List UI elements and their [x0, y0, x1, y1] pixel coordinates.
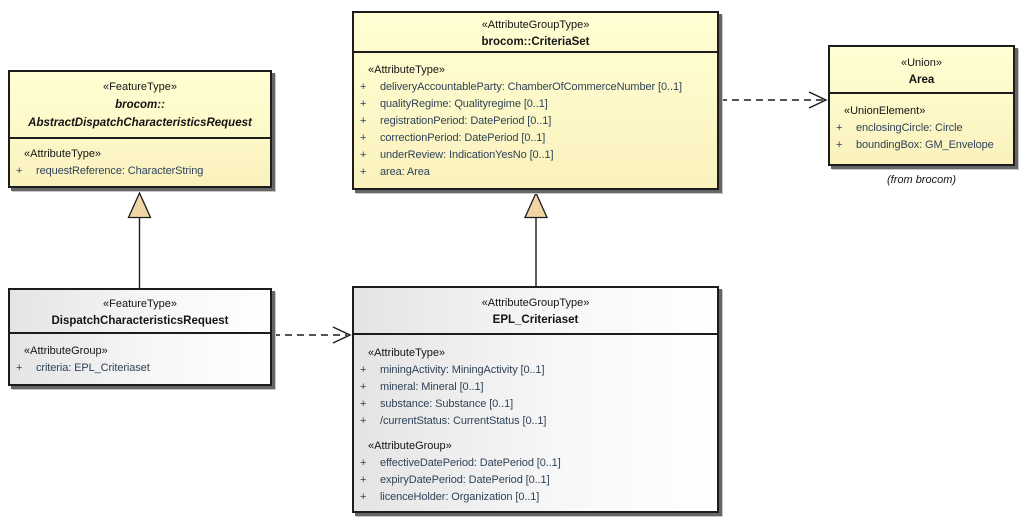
attribute-row: + /currentStatus: CurrentStatus [0..1] [354, 413, 717, 430]
class-area-union[interactable]: «Union» Area «UnionElement» + enclosingC… [828, 45, 1015, 166]
attribute-row: + underReview: IndicationYesNo [0..1] [354, 147, 717, 164]
attribute-text: correctionPeriod: DatePeriod [0..1] [380, 132, 546, 144]
class-title: «FeatureType» DispatchCharacteristicsReq… [10, 290, 270, 334]
visibility-marker: + [16, 165, 23, 177]
visibility-marker: + [360, 166, 367, 178]
section-stereotype: «AttributeGroup» [24, 345, 108, 357]
attribute-row: + enclosingCircle: Circle [830, 120, 1013, 137]
class-name: AbstractDispatchCharacteristicsRequest [28, 117, 252, 129]
attribute-row: + criteria: EPL_Criteriaset [10, 360, 270, 377]
visibility-marker: + [360, 115, 367, 127]
attribute-text: boundingBox: GM_Envelope [856, 139, 994, 151]
attribute-row: + requestReference: CharacterString [10, 163, 270, 180]
attribute-row: + registrationPeriod: DatePeriod [0..1] [354, 113, 717, 130]
attribute-text: registrationPeriod: DatePeriod [0..1] [380, 115, 552, 127]
attribute-row: + area: Area [354, 164, 717, 181]
attribute-text: licenceHolder: Organization [0..1] [380, 491, 540, 503]
class-title: «AttributeGroupType» brocom::CriteriaSet [354, 13, 717, 53]
attribute-text: enclosingCircle: Circle [856, 122, 963, 134]
class-name: EPL_Criteriaset [492, 314, 579, 326]
package-caption: (from brocom) [886, 174, 957, 186]
generalization-epl-to-criteriaset[interactable] [523, 191, 549, 286]
attribute-text: mineral: Mineral [0..1] [380, 381, 484, 393]
attribute-row: + substance: Substance [0..1] [354, 396, 717, 413]
attribute-text: effectiveDatePeriod: DatePeriod [0..1] [380, 457, 561, 469]
visibility-marker: + [360, 457, 367, 469]
class-title: «Union» Area [830, 47, 1013, 94]
attribute-row: + licenceHolder: Organization [0..1] [354, 489, 717, 506]
section-stereotype: «AttributeType» [368, 347, 446, 359]
visibility-marker: + [360, 81, 367, 93]
class-name: brocom::CriteriaSet [481, 36, 590, 48]
attributes-compartment: «AttributeType» + deliveryAccountablePar… [354, 53, 717, 181]
stereotype-label: «FeatureType» [103, 81, 177, 93]
visibility-marker: + [360, 381, 367, 393]
section-stereotype: «UnionElement» [844, 105, 926, 117]
stereotype-label: «Union» [901, 57, 942, 69]
visibility-marker: + [360, 132, 367, 144]
visibility-marker: + [360, 364, 367, 376]
visibility-marker: + [360, 398, 367, 410]
attribute-row: + deliveryAccountableParty: ChamberOfCom… [354, 79, 717, 96]
attributes-compartment: «AttributeGroup» + criteria: EPL_Criteri… [10, 334, 270, 377]
attributes-compartment: «AttributeType» + miningActivity: Mining… [354, 335, 717, 506]
visibility-marker: + [836, 122, 843, 134]
attribute-text: miningActivity: MiningActivity [0..1] [380, 364, 545, 376]
attribute-text: area: Area [380, 166, 430, 178]
visibility-marker: + [360, 491, 367, 503]
class-title: «FeatureType» brocom:: AbstractDispatchC… [10, 72, 270, 139]
attribute-row: + boundingBox: GM_Envelope [830, 137, 1013, 154]
attribute-row: + correctionPeriod: DatePeriod [0..1] [354, 130, 717, 147]
attribute-text: deliveryAccountableParty: ChamberOfComme… [380, 81, 682, 93]
attribute-text: /currentStatus: CurrentStatus [0..1] [380, 415, 547, 427]
dependency-dispatch-to-epl[interactable] [273, 326, 352, 344]
class-abstract-dispatch-characteristics-request[interactable]: «FeatureType» brocom:: AbstractDispatchC… [8, 70, 272, 188]
class-title: «AttributeGroupType» EPL_Criteriaset [354, 288, 717, 335]
attribute-text: criteria: EPL_Criteriaset [36, 362, 150, 374]
class-name: DispatchCharacteristicsRequest [51, 315, 229, 327]
section-stereotype: «AttributeType» [24, 148, 102, 160]
class-name-prefix: brocom:: [115, 99, 165, 111]
attribute-text: expiryDatePeriod: DatePeriod [0..1] [380, 474, 550, 486]
visibility-marker: + [836, 139, 843, 151]
attribute-text: substance: Substance [0..1] [380, 398, 514, 410]
attributes-compartment: «AttributeType» + requestReference: Char… [10, 139, 270, 180]
attribute-row: + mineral: Mineral [0..1] [354, 379, 717, 396]
visibility-marker: + [360, 415, 367, 427]
generalization-dispatch-to-abstract[interactable] [127, 191, 152, 288]
attribute-row: + miningActivity: MiningActivity [0..1] [354, 362, 717, 379]
class-dispatch-characteristics-request[interactable]: «FeatureType» DispatchCharacteristicsReq… [8, 288, 272, 386]
attribute-row: + qualityRegime: Qualityregime [0..1] [354, 96, 717, 113]
section-stereotype: «AttributeType» [368, 64, 446, 76]
class-name: Area [908, 74, 935, 86]
attribute-text: requestReference: CharacterString [36, 165, 204, 177]
stereotype-label: «AttributeGroupType» [481, 297, 590, 309]
visibility-marker: + [360, 98, 367, 110]
stereotype-label: «AttributeGroupType» [481, 19, 590, 31]
stereotype-label: «FeatureType» [103, 298, 177, 310]
section-stereotype: «AttributeGroup» [368, 440, 452, 452]
class-epl-criteriaset[interactable]: «AttributeGroupType» EPL_Criteriaset «At… [352, 286, 719, 513]
visibility-marker: + [16, 362, 23, 374]
attribute-text: qualityRegime: Qualityregime [0..1] [380, 98, 548, 110]
attribute-row: + effectiveDatePeriod: DatePeriod [0..1] [354, 455, 717, 472]
attribute-text: underReview: IndicationYesNo [0..1] [380, 149, 554, 161]
class-brocom-criteriaset[interactable]: «AttributeGroupType» brocom::CriteriaSet… [352, 11, 719, 190]
attributes-compartment: «UnionElement» + enclosingCircle: Circle… [830, 94, 1013, 154]
visibility-marker: + [360, 149, 367, 161]
dependency-criteriaset-to-area[interactable] [720, 91, 828, 109]
visibility-marker: + [360, 474, 367, 486]
attribute-row: + expiryDatePeriod: DatePeriod [0..1] [354, 472, 717, 489]
